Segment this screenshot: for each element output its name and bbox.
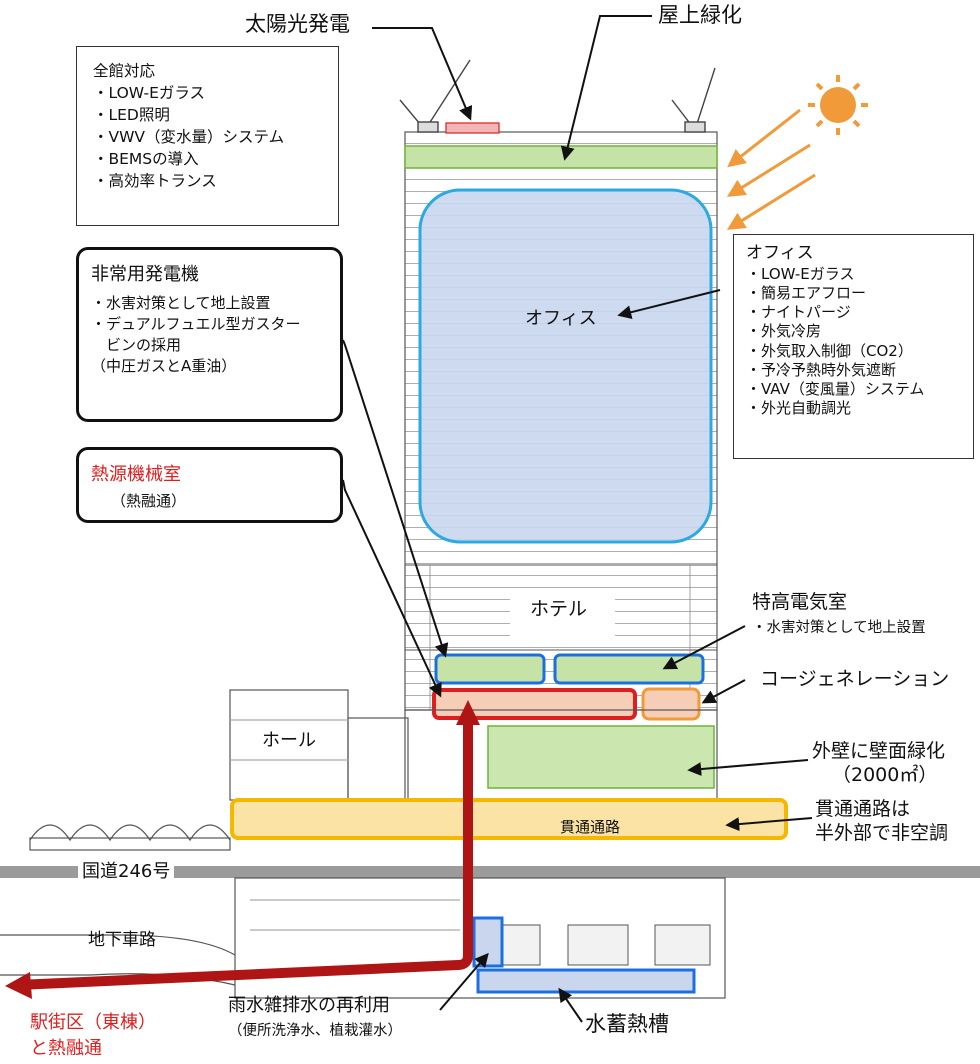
heat-arrow-left — [5, 972, 32, 999]
roof-green-zone — [404, 145, 718, 169]
all-building-item: ・高効率トランス — [93, 172, 217, 190]
tokko-room-left — [434, 653, 546, 685]
office-box-title: オフィス — [746, 243, 814, 263]
ground-line — [0, 866, 980, 878]
heat-source-room — [432, 688, 637, 720]
generator-box: 非常用発電機 ・水害対策として地上設置 ・デュアルフュエル型ガスター ビンの採用… — [76, 247, 343, 422]
callout-leaders — [342, 15, 813, 1023]
heat-interchange-path — [17, 720, 473, 990]
office-item: ・外気取入制御（CO2） — [746, 341, 913, 360]
office-item: ・LOW-Eガラス — [746, 264, 855, 283]
hotel-label: ホテル — [530, 598, 588, 620]
water-storage-label: 水蓄熱槽 — [585, 1012, 669, 1036]
office-features-box: オフィス ・LOW-Eガラス ・簡易エアフロー ・ナイトパージ ・外気冷房 ・外… — [733, 234, 974, 459]
cogeneration-label: コージェネレーション — [760, 668, 950, 690]
left-structures — [29, 824, 231, 851]
generator-item: ・水害対策として地上設置 — [91, 294, 271, 312]
heat-source-box: 熱源機械室 （熱融通） — [76, 447, 343, 523]
heat-source-title: 熱源機械室 — [91, 464, 181, 485]
office-item: ・ナイトパージ — [746, 303, 851, 322]
office-zone-label: オフィス — [525, 308, 597, 329]
roof-cranes — [399, 59, 716, 133]
sun-icon — [808, 75, 868, 135]
underground-structure — [0, 877, 726, 999]
rainwater-tank — [472, 916, 504, 968]
hotel-label-bg — [510, 590, 615, 636]
office-item: ・VAV（変風量）システム — [746, 379, 925, 398]
cogeneration-room — [641, 687, 701, 721]
all-building-title: 全館対応 — [93, 62, 156, 80]
all-building-item: ・LED照明 — [93, 106, 170, 124]
office-item: ・予冷予熱時外気遮断 — [746, 360, 897, 379]
passage-zone — [230, 798, 788, 840]
all-building-item: ・LOW-Eガラス — [93, 84, 206, 102]
passage-label: 貫通通路 — [560, 818, 621, 836]
office-item: ・外光自動調光 — [746, 399, 852, 418]
generator-item: ビンの採用 — [91, 336, 182, 354]
all-building-box: 全館対応 ・LOW-Eガラス ・LED照明 ・VWV（変水量）システム ・BEM… — [76, 46, 339, 226]
wall-green-label-1: 外壁に壁面緑化 — [812, 740, 946, 762]
rainwater-label-2: （便所洗浄水、植栽灌水） — [228, 1023, 402, 1039]
heat-arrow-up — [456, 700, 480, 725]
route246-label: 国道246号 — [78, 861, 175, 883]
generator-item: ・デュアルフュエル型ガスター — [91, 315, 301, 333]
underground-equipment — [499, 924, 711, 966]
wall-green-label-2: （2000㎡） — [832, 764, 938, 786]
generator-title: 非常用発電機 — [91, 264, 199, 285]
tokko-title: 特高電気室 — [752, 591, 848, 613]
solar-label: 太陽光発電 — [245, 12, 350, 36]
hall-label: ホール — [262, 730, 316, 751]
rainwater-label-1: 雨水雑排水の再利用 — [228, 995, 390, 1016]
solar-panel — [445, 122, 500, 134]
hall-label-bg — [254, 724, 326, 758]
station-label-2: と熱融通 — [30, 1038, 102, 1059]
office-item: ・外気冷房 — [746, 322, 822, 341]
office-item: ・簡易エアフロー — [746, 283, 867, 302]
passage-note-2: 半外部で非空調 — [815, 822, 949, 844]
station-label-1: 駅街区（東棟） — [30, 1012, 156, 1033]
water-storage-tank — [476, 968, 696, 994]
tokko-note: ・水害対策として地上設置 — [752, 620, 926, 636]
all-building-item: ・BEMSの導入 — [93, 150, 199, 168]
roof-green-label: 屋上緑化 — [658, 3, 742, 27]
all-building-item: ・VWV（変水量）システム — [93, 128, 285, 146]
office-zone — [418, 188, 713, 544]
sunlight-rays — [726, 108, 816, 230]
generator-item: （中圧ガスとA重油） — [91, 357, 237, 375]
heat-source-subtitle: （熱融通） — [111, 492, 187, 510]
passage-note-1: 貫通通路は — [815, 798, 911, 820]
underground-road-label: 地下車路 — [88, 930, 156, 950]
wall-green-zone — [487, 725, 715, 789]
